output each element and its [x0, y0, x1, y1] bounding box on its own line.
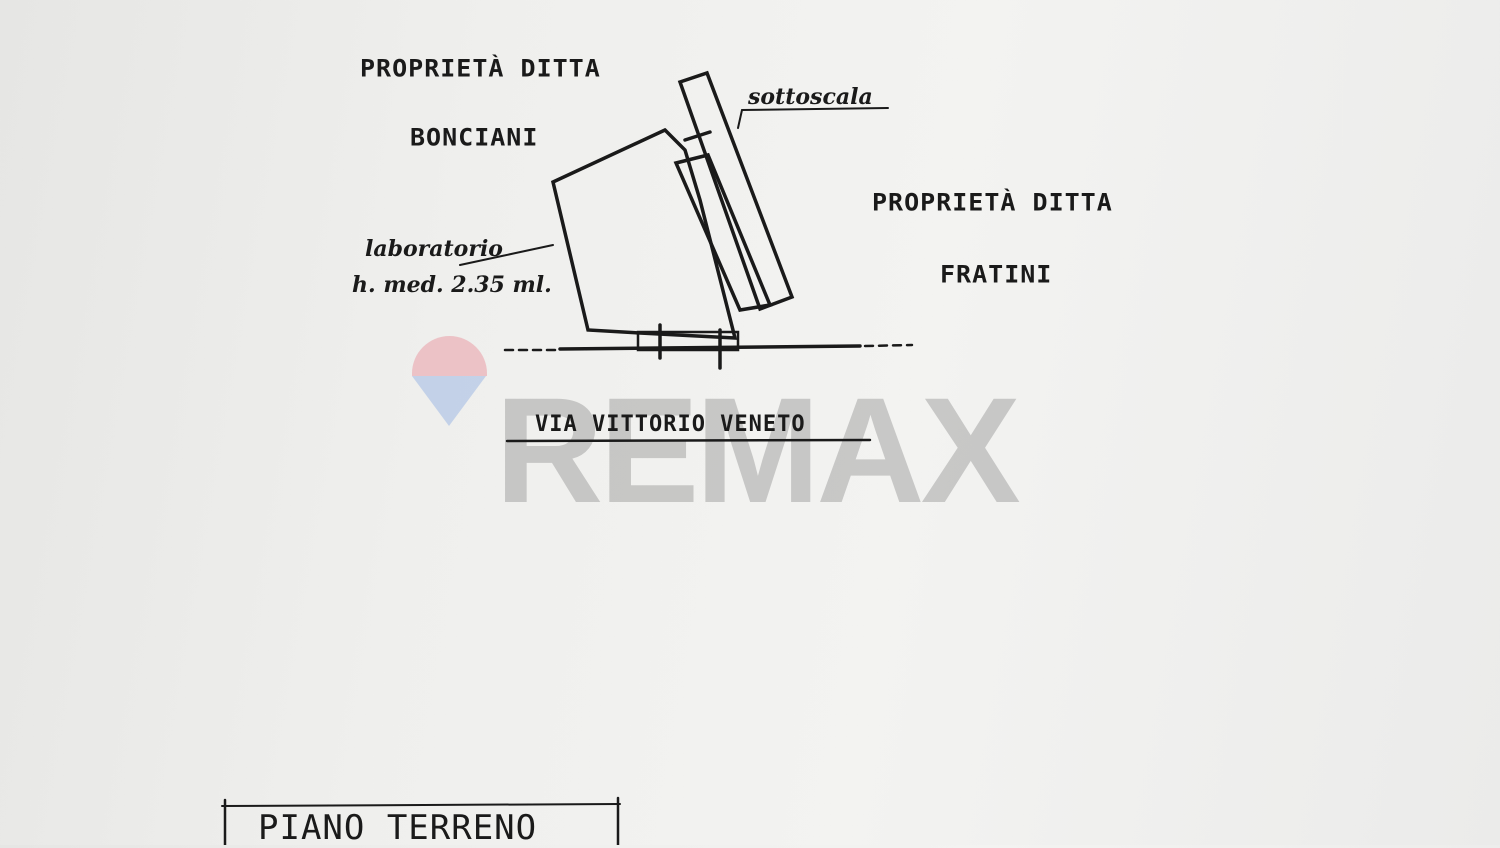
owner-right-line2: FRATINI [940, 260, 1053, 289]
owner-left-line1: PROPRIETÀ DITTA [360, 54, 601, 83]
lab-outline [550, 128, 738, 340]
room-name-label: laboratorio [365, 236, 503, 262]
stair-wall-outer [677, 70, 795, 312]
remax-balloon-logo [412, 336, 487, 426]
owner-left-line2: BONCIANI [410, 123, 539, 152]
street-label: VIA VITTORIO VENETO [535, 412, 806, 437]
floor-title: PIANO TERRENO [258, 808, 538, 848]
stair-inner [673, 152, 773, 312]
under-stairs-label: sottoscala [748, 84, 873, 110]
remax-watermark: REMAX [495, 366, 1021, 534]
owner-right-line1: PROPRIETÀ DITTA [872, 188, 1113, 217]
room-height-label: h. med. 2.35 ml. [352, 272, 552, 298]
